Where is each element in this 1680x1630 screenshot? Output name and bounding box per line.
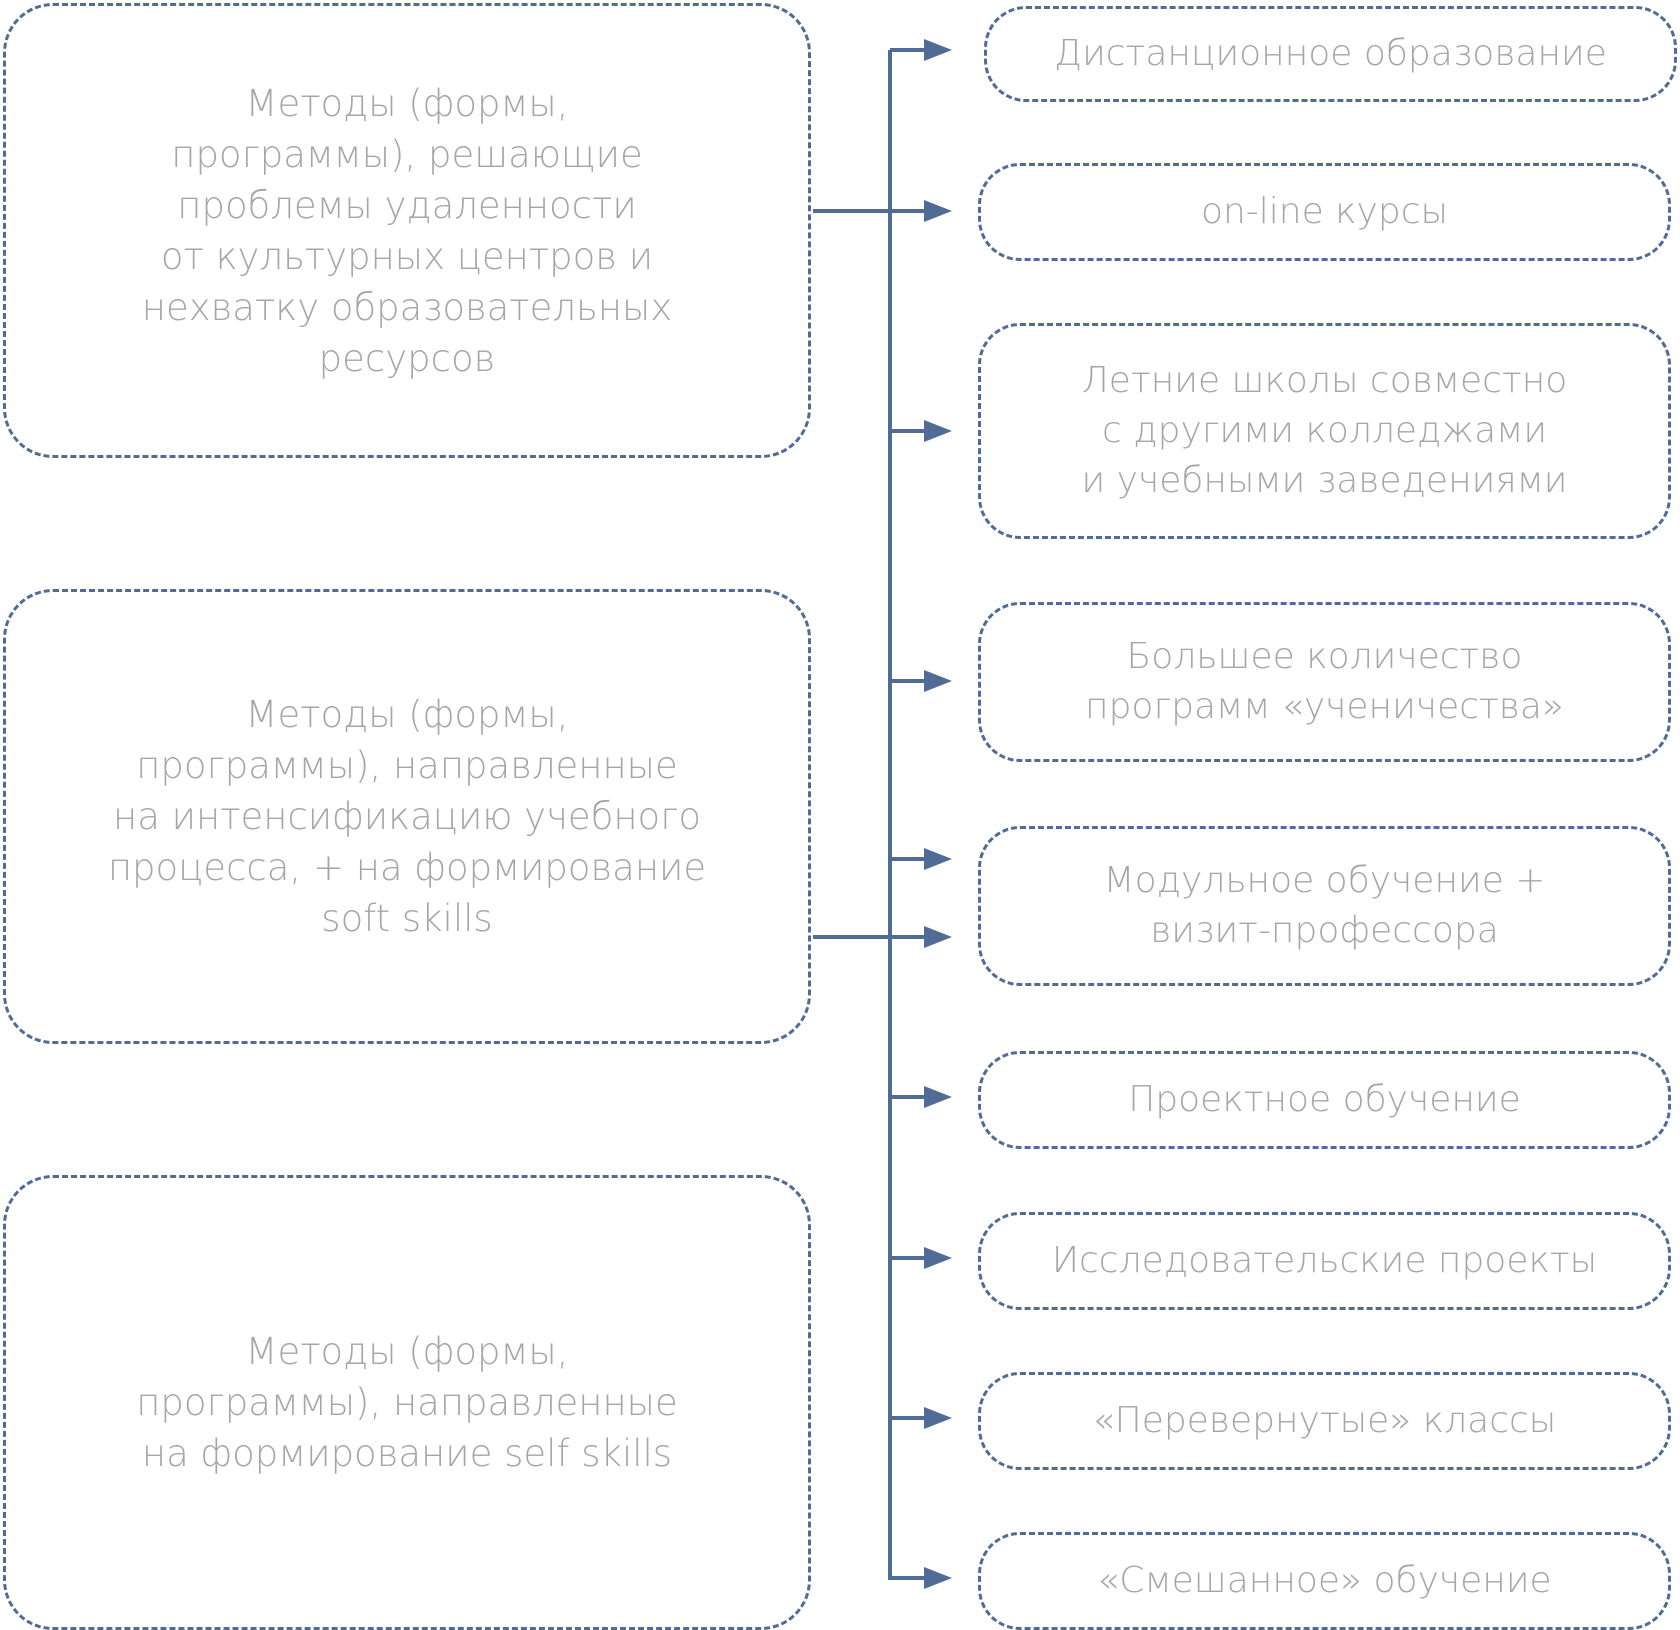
method-box-project-learning: Проектное обучение bbox=[978, 1051, 1671, 1149]
arrowhead-1 bbox=[924, 39, 952, 61]
category-box-remoteness-label: Методы (формы, программы), решающие проб… bbox=[141, 81, 673, 380]
category-box-self-skills: Методы (формы, программы), направленные … bbox=[3, 1175, 811, 1630]
arrowhead-7 bbox=[924, 1086, 952, 1108]
method-box-flipped-classes: «Перевернутые» классы bbox=[978, 1372, 1671, 1470]
method-box-summer-schools-label: Летние школы совместно с другими колледж… bbox=[1081, 360, 1568, 501]
method-box-blended-learning: «Смешанное» обучение bbox=[978, 1532, 1671, 1630]
arrowhead-6 bbox=[924, 926, 952, 948]
method-box-project-learning-label: Проектное обучение bbox=[1128, 1079, 1521, 1120]
method-box-apprenticeship: Большее количество программ «ученичества… bbox=[978, 602, 1671, 762]
category-box-self-skills-label: Методы (формы, программы), направленные … bbox=[136, 1330, 678, 1475]
method-box-modular-learning-label: Модульное обучение + визит-профессора bbox=[1103, 860, 1546, 951]
method-box-blended-learning-label: «Смешанное» обучение bbox=[1097, 1560, 1552, 1601]
arrowhead-5 bbox=[924, 848, 952, 870]
method-box-research-projects: Исследовательские проекты bbox=[978, 1212, 1671, 1310]
arrowhead-10 bbox=[924, 1567, 952, 1589]
method-box-modular-learning: Модульное обучение + визит-профессора bbox=[978, 826, 1671, 986]
category-box-remoteness: Методы (формы, программы), решающие проб… bbox=[3, 3, 811, 458]
category-box-soft-skills-label: Методы (формы, программы), направленные … bbox=[107, 693, 707, 940]
method-box-research-projects-label: Исследовательские проекты bbox=[1051, 1240, 1598, 1281]
arrowhead-8 bbox=[924, 1247, 952, 1269]
method-box-flipped-classes-label: «Перевернутые» классы bbox=[1092, 1400, 1557, 1441]
method-box-distance-education-label: Дистанционное образование bbox=[1054, 33, 1607, 74]
method-box-online-courses-label: on-line курсы bbox=[1200, 191, 1449, 232]
method-box-online-courses: on-line курсы bbox=[978, 163, 1671, 261]
method-box-apprenticeship-label: Большее количество программ «ученичества… bbox=[1085, 636, 1564, 727]
arrowhead-4 bbox=[924, 670, 952, 692]
method-box-summer-schools: Летние школы совместно с другими колледж… bbox=[978, 323, 1671, 539]
method-box-distance-education: Дистанционное образование bbox=[984, 6, 1677, 102]
arrowhead-2 bbox=[924, 200, 952, 222]
arrowhead-3 bbox=[924, 420, 952, 442]
arrowhead-9 bbox=[924, 1407, 952, 1429]
category-box-soft-skills: Методы (формы, программы), направленные … bbox=[3, 589, 811, 1044]
